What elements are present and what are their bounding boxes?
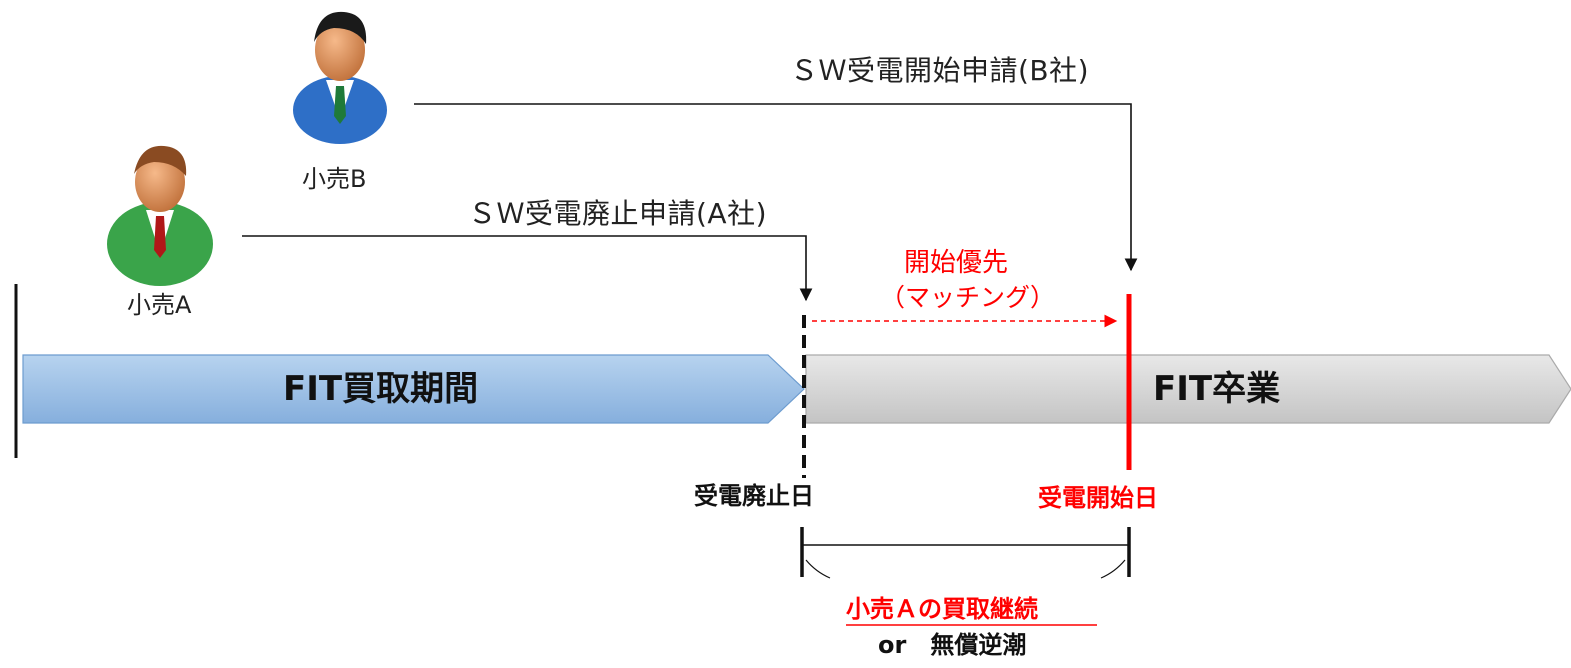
priority-label: 開始優先 — [904, 248, 1009, 278]
gap-note-label: 小売Ａの買取継続 — [846, 595, 1038, 623]
priority-sublabel: （マッチング） — [880, 283, 1056, 312]
request-b-label: ＳＷ受電開始申請(B社) — [790, 54, 1090, 87]
request-a-label: ＳＷ受電廃止申請(A社) — [468, 197, 768, 230]
gap-bracket — [800, 527, 1131, 579]
fit-period-band — [22, 354, 805, 424]
fit-period-label: FIT買取期間 — [283, 369, 479, 409]
start-date-label: 受電開始日 — [1038, 484, 1158, 512]
person-icon — [293, 11, 387, 144]
fit-graduation-label: FIT卒業 — [1153, 369, 1281, 409]
retailer-b-label: 小売B — [302, 165, 367, 193]
retailer-a-label: 小売A — [127, 291, 192, 319]
end-date-label: 受電廃止日 — [694, 482, 814, 510]
request-a-connector — [242, 235, 813, 302]
person-icon — [107, 145, 213, 286]
request-b-connector — [414, 103, 1138, 272]
fit-graduation-band — [805, 354, 1571, 424]
gap-note-sublabel: or 無償逆潮 — [878, 631, 1027, 659]
